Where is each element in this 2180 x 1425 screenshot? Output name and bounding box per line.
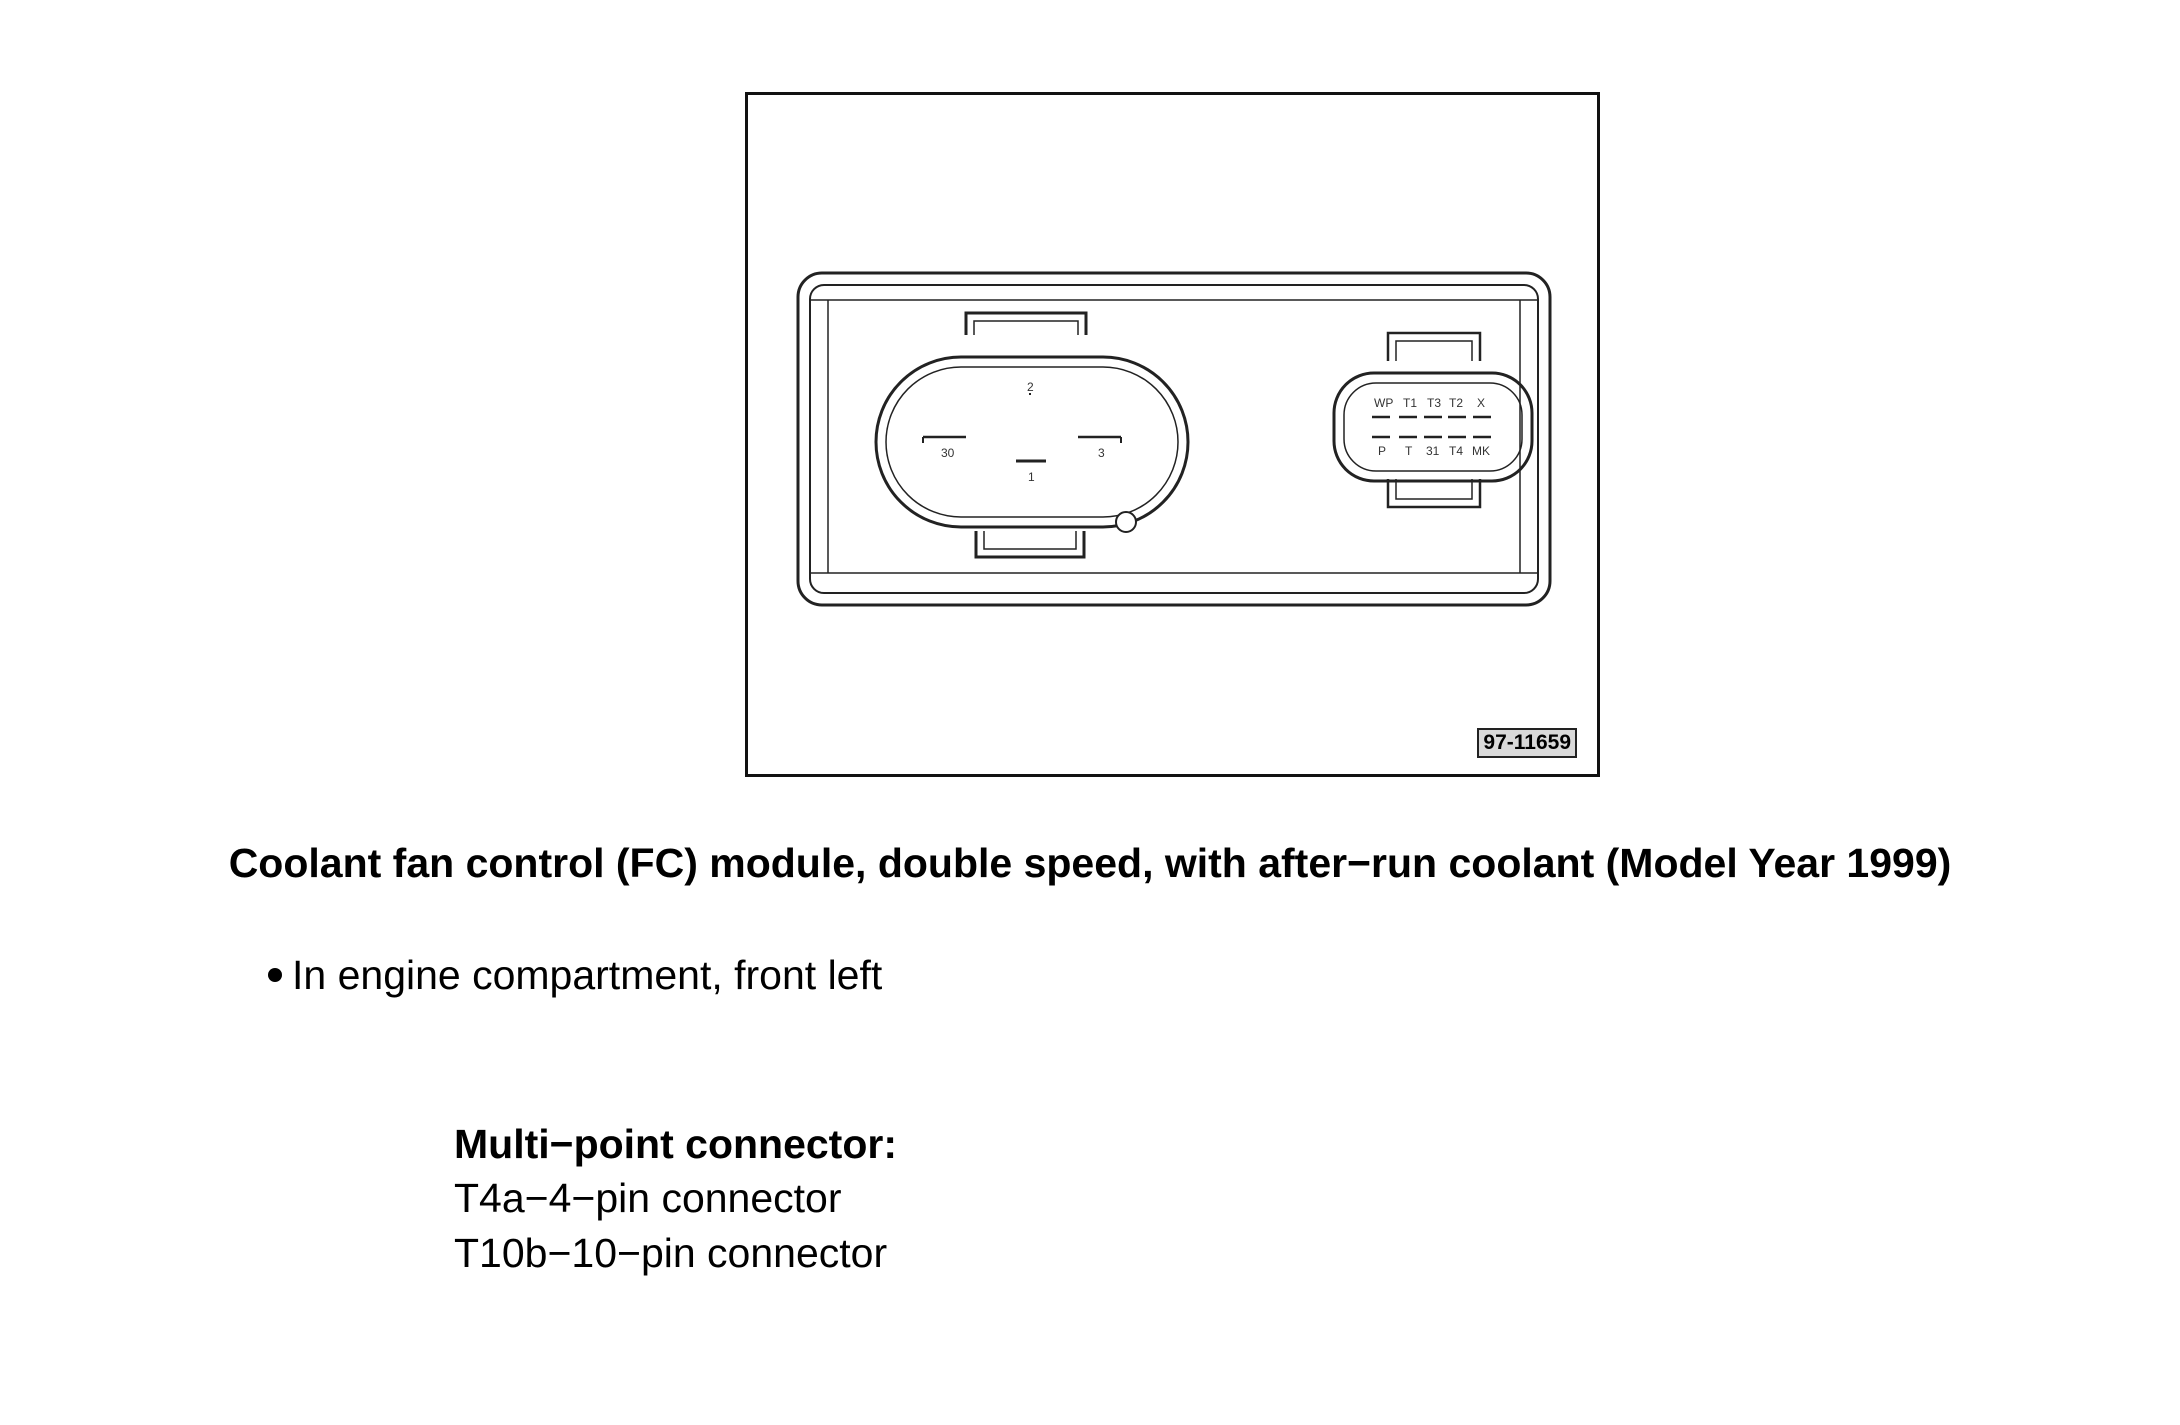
pin-label-t3: T3 — [1427, 396, 1441, 410]
connector-10pin-body — [1332, 371, 1534, 483]
latch-top-4pin — [964, 311, 1088, 335]
module-housing-inner — [809, 284, 1539, 594]
connector-4pin-key — [1115, 511, 1137, 533]
pin-label-x: X — [1477, 396, 1485, 410]
pin-label-30: 30 — [941, 446, 955, 460]
latch-top-10pin — [1386, 331, 1482, 361]
location-bullet: In engine compartment, front left — [268, 950, 882, 1000]
pin-label-31: 31 — [1426, 444, 1440, 458]
connector-item: T4a−4−pin connector — [454, 1175, 842, 1221]
pin-label-p: P — [1378, 444, 1386, 458]
pin-label-1: 1 — [1028, 470, 1035, 484]
pin-label-wp: WP — [1374, 396, 1393, 410]
latch-bottom-4pin — [974, 531, 1086, 559]
bullet-icon — [268, 968, 282, 983]
pin-label-t1: T1 — [1403, 396, 1417, 410]
pin-label-t4: T4 — [1449, 444, 1463, 458]
connector-4pin-body — [874, 355, 1190, 529]
location-text: In engine compartment, front left — [292, 952, 883, 998]
pin-label-t: T — [1405, 444, 1413, 458]
figure-caption: Coolant fan control (FC) module, double … — [228, 840, 1952, 886]
module-illustration: 2 30 3 1 WP T1 T3 T2 X — [745, 92, 1600, 777]
fan-control-module-drawing: 2 30 3 1 WP T1 T3 T2 X — [796, 271, 1552, 607]
pin-label-2: 2 — [1027, 380, 1034, 394]
pin-label-t2: T2 — [1449, 396, 1463, 410]
module-housing-outer — [796, 271, 1552, 607]
connector-item: T10b−10−pin connector — [454, 1230, 888, 1276]
pin-label-mk: MK — [1472, 444, 1490, 458]
connector-list: Multi−point connector: T4a−4−pin connect… — [454, 1117, 897, 1281]
latch-bottom-10pin — [1386, 479, 1482, 509]
connector-heading: Multi−point connector: — [454, 1121, 897, 1167]
pin-label-3: 3 — [1098, 446, 1105, 460]
figure-reference-id: 97-11659 — [1477, 728, 1577, 758]
